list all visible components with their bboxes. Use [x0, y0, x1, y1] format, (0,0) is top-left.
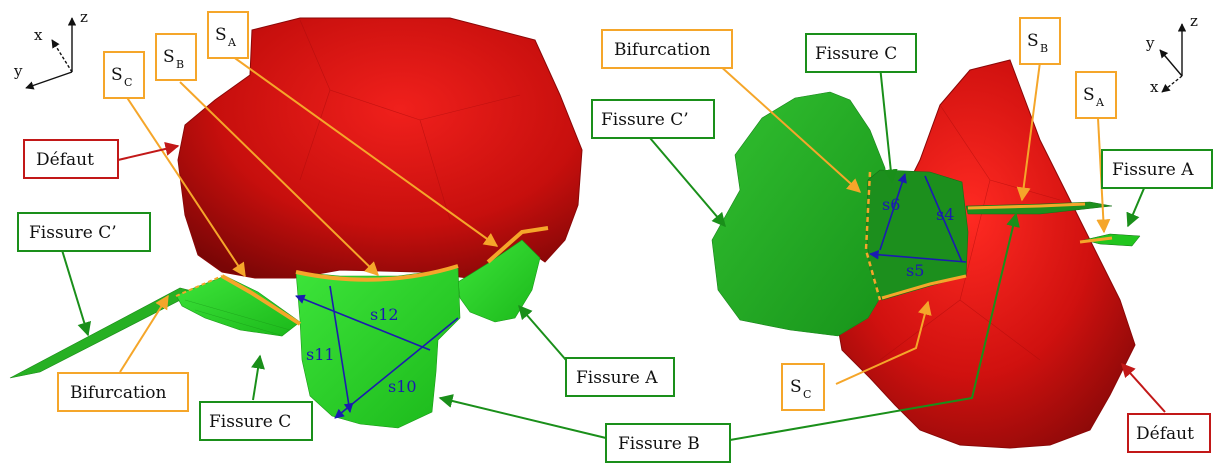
segment-s5: s5 [906, 261, 924, 280]
fissure-b-left [295, 267, 461, 429]
svg-text:S: S [790, 377, 802, 397]
front-sc-left [221, 274, 302, 326]
label-fissure-c-left: Fissure C [199, 401, 313, 441]
axis-y-left: y [13, 62, 23, 80]
axis-z-left: z [80, 8, 88, 26]
front-sa-right [1079, 236, 1113, 244]
fissure-a-right [1083, 233, 1141, 247]
label-fissure-c-right: Fissure C [805, 33, 917, 73]
svg-text:Défaut: Défaut [36, 150, 94, 170]
label-sa-left: S A [207, 11, 249, 59]
front-sc-right [881, 274, 967, 300]
label-sb-right: S B [1019, 17, 1061, 65]
svg-text:B: B [176, 58, 184, 71]
label-defaut-left: Défaut [23, 139, 119, 179]
label-sc-left: S C [103, 51, 145, 99]
axes-triad-left: z x y [13, 8, 88, 90]
axes-triad-right: z y x [1145, 12, 1198, 96]
svg-text:A: A [1095, 96, 1105, 109]
fissure-c-left [175, 275, 301, 337]
svg-text:S: S [1083, 85, 1095, 105]
svg-text:C: C [124, 76, 132, 89]
svg-text:Bifurcation: Bifurcation [70, 383, 166, 403]
axis-z-right: z [1190, 12, 1198, 30]
bifurcation-right [864, 171, 882, 301]
svg-text:Fissure C’: Fissure C’ [601, 110, 689, 130]
segment-s10: s10 [388, 377, 417, 396]
svg-text:Fissure C: Fissure C [815, 44, 897, 64]
axis-x-left: x [34, 26, 43, 44]
svg-text:C: C [803, 388, 811, 401]
label-sb-left: S B [155, 33, 197, 81]
svg-text:Fissure A: Fissure A [576, 368, 658, 388]
front-sa-left [486, 226, 549, 264]
fissure-cprime-left [9, 287, 197, 379]
segment-s11: s11 [306, 345, 335, 364]
fissure-cprime-right [711, 91, 889, 337]
svg-text:A: A [227, 36, 237, 49]
svg-text:S: S [1027, 31, 1039, 51]
svg-text:B: B [1040, 42, 1048, 55]
left-view: s12 s11 s10 z x y [9, 8, 583, 429]
svg-text:Fissure B: Fissure B [618, 434, 700, 454]
svg-text:Défaut: Défaut [1136, 424, 1194, 444]
label-fissure-a-left: Fissure A [565, 357, 675, 397]
label-fissure-cprime-left: Fissure C’ [17, 212, 151, 252]
axis-x-right: x [1150, 78, 1159, 96]
front-sb-right [967, 202, 1086, 210]
svg-text:S: S [215, 25, 227, 45]
segment-s4: s4 [936, 205, 954, 224]
bifurcation-left [175, 275, 223, 297]
front-sb-left [295, 264, 459, 282]
segment-s6: s6 [882, 195, 900, 214]
svg-text:Fissure C: Fissure C [209, 412, 291, 432]
label-fissure-cprime-right: Fissure C’ [591, 99, 715, 139]
label-sc-right: S C [781, 363, 825, 411]
label-defaut-right: Défaut [1127, 413, 1211, 453]
label-bifurcation-right: Bifurcation [601, 29, 733, 69]
label-bifurcation-left: Bifurcation [57, 372, 189, 412]
segment-s12: s12 [370, 305, 399, 324]
svg-text:S: S [163, 47, 175, 67]
fissure-a-left [457, 239, 541, 323]
label-fissure-b: Fissure B [605, 423, 731, 463]
svg-text:Bifurcation: Bifurcation [614, 40, 710, 60]
label-fissure-a-right: Fissure A [1101, 149, 1213, 189]
svg-text:S: S [111, 65, 123, 85]
svg-text:Fissure C’: Fissure C’ [29, 223, 117, 243]
axis-y-right: y [1145, 34, 1155, 52]
svg-text:Fissure A: Fissure A [1112, 160, 1194, 180]
label-sa-right: S A [1075, 71, 1117, 119]
